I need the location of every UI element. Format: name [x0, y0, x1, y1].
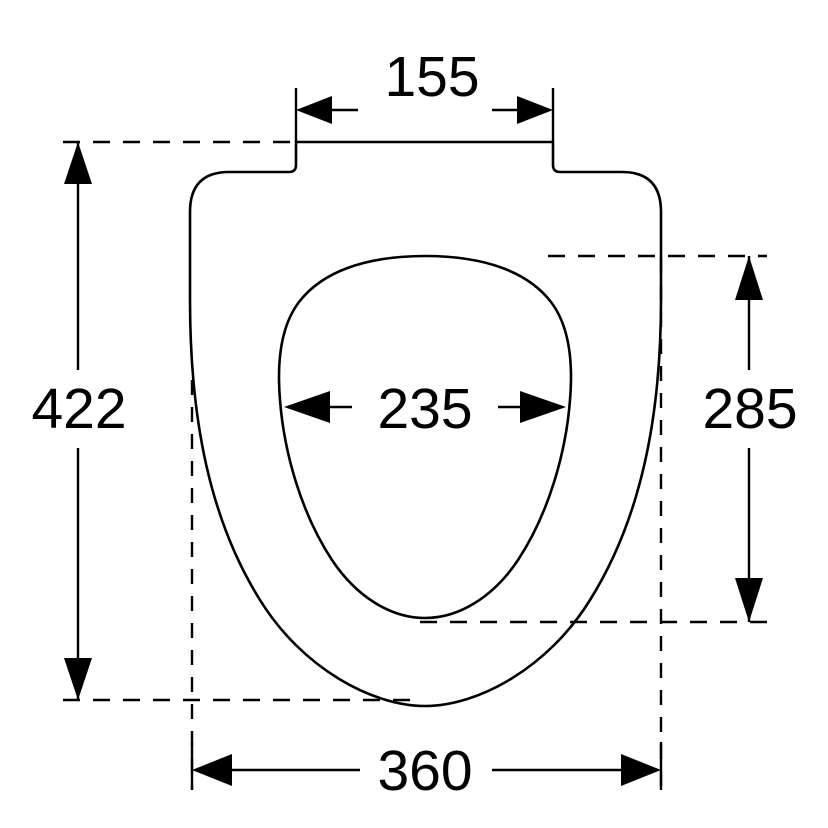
arrow-head-422-bottom — [64, 658, 92, 700]
arrow-head-155-left — [296, 96, 332, 124]
arrow-head-285-top — [735, 256, 763, 300]
dimension-label-235: 235 — [377, 377, 472, 441]
dimension-422-group: 422 — [31, 142, 127, 700]
dimension-label-155: 155 — [384, 45, 479, 109]
seat-outline-group — [188, 140, 663, 708]
arrow-head-422-top — [64, 142, 92, 184]
arrow-head-360-right — [621, 754, 661, 786]
dimension-360-group: 360 — [190, 739, 663, 803]
seat-aperture-group — [277, 254, 573, 620]
dimension-155-group: 155 — [294, 45, 555, 142]
arrow-head-155-right — [517, 96, 553, 124]
arrow-head-285-bottom — [735, 578, 763, 622]
arrow-head-235-right — [520, 391, 566, 423]
dimension-235-group: 235 — [284, 377, 566, 441]
dimension-285-group: 285 — [702, 256, 798, 622]
arrow-head-235-left — [284, 391, 330, 423]
seat-outer-outline — [188, 140, 663, 708]
dimension-label-360: 360 — [377, 739, 472, 803]
dimension-label-285: 285 — [702, 377, 797, 441]
arrow-head-360-left — [192, 754, 232, 786]
dimension-label-422: 422 — [31, 377, 126, 441]
seat-inner-aperture-outline — [277, 254, 573, 620]
